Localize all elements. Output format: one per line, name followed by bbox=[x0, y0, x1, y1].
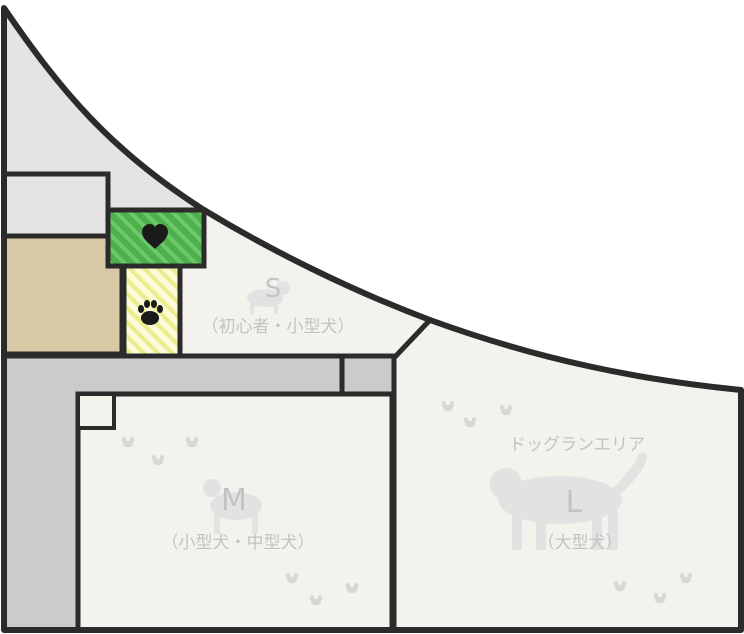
zone-l-label: （大型犬） bbox=[538, 533, 623, 553]
zone-l-letter: L bbox=[566, 485, 583, 520]
zone-m-corner-box bbox=[76, 392, 116, 430]
zone-l-area-name: ドッグランエリア bbox=[509, 435, 645, 455]
corridor-end-box bbox=[339, 353, 397, 397]
yellow-block[interactable] bbox=[121, 263, 183, 359]
zone-l-area[interactable] bbox=[391, 317, 744, 633]
dog-silhouette-icon bbox=[203, 479, 262, 534]
upper-left-box bbox=[1, 171, 111, 239]
zone-m-letter: M bbox=[221, 483, 247, 518]
paw-print-icon bbox=[138, 300, 163, 325]
zone-s-letter: S bbox=[265, 274, 282, 304]
zone-s-label: （初心者・小型犬） bbox=[202, 317, 355, 337]
heart-icon bbox=[142, 224, 168, 249]
map-outline bbox=[1, 5, 744, 633]
beige-block bbox=[1, 233, 125, 357]
dog-silhouette-icon bbox=[247, 281, 290, 314]
dog-silhouette-icon bbox=[490, 453, 647, 550]
zone-m-label: （小型犬・中型犬） bbox=[162, 533, 315, 553]
